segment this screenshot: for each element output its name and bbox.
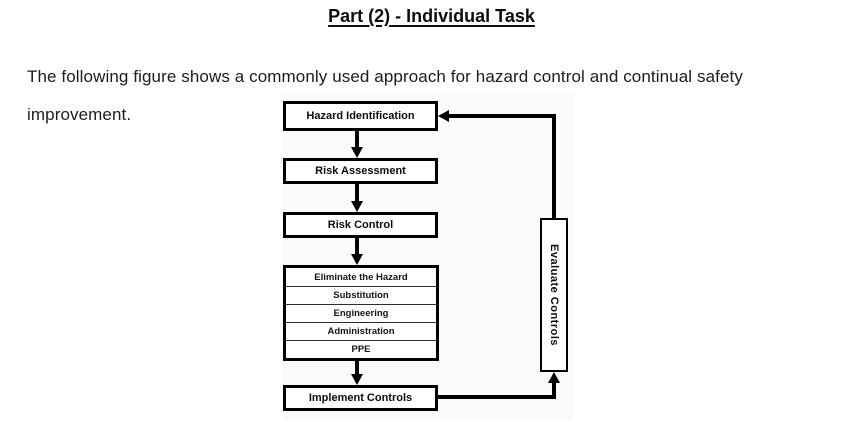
- down-arrow-shaft-3: [355, 238, 359, 254]
- feedback-line-bottom-vertical: [552, 383, 556, 399]
- feedback-line-top-vertical: [552, 114, 556, 218]
- down-arrow-shaft-1: [355, 131, 359, 147]
- hierarchy-row-eliminate: Eliminate the Hazard: [314, 271, 408, 283]
- hierarchy-row-administration: Administration: [286, 322, 436, 340]
- hierarchy-row-ppe: PPE: [286, 340, 436, 358]
- down-arrow-icon: [351, 201, 363, 212]
- down-arrow-icon: [351, 147, 363, 158]
- up-arrow-icon: [548, 372, 560, 383]
- flow-box-risk-control: Risk Control: [283, 212, 438, 238]
- down-arrow-shaft-4: [355, 361, 359, 374]
- hierarchy-of-controls-box: Eliminate the Hazard Substitution Engine…: [283, 265, 439, 361]
- left-arrow-icon: [438, 110, 449, 122]
- feedback-line-bottom-horizontal: [438, 395, 556, 399]
- intro-paragraph: The following figure shows a commonly us…: [27, 58, 743, 134]
- flow-box-hazard-identification: Hazard Identification: [283, 101, 438, 131]
- page-title: Part (2) - Individual Task: [328, 6, 535, 26]
- down-arrow-shaft-2: [355, 184, 359, 201]
- down-arrow-icon: [351, 254, 363, 265]
- down-arrow-icon: [351, 374, 363, 385]
- hierarchy-row-engineering: Engineering: [286, 304, 436, 322]
- hazard-control-flowchart: Hazard Identification Risk Assessment Ri…: [283, 93, 573, 420]
- feedback-line-top-horizontal: [449, 114, 556, 118]
- hierarchy-row-substitution: Substitution: [286, 286, 436, 304]
- flow-box-risk-assessment: Risk Assessment: [283, 158, 438, 184]
- intro-paragraph-line-1: The following figure shows a commonly us…: [27, 67, 743, 86]
- flow-box-evaluate-controls: Evaluate Controls: [540, 218, 568, 372]
- intro-paragraph-line-2: improvement.: [27, 105, 132, 124]
- flow-box-implement-controls: Implement Controls: [283, 385, 438, 411]
